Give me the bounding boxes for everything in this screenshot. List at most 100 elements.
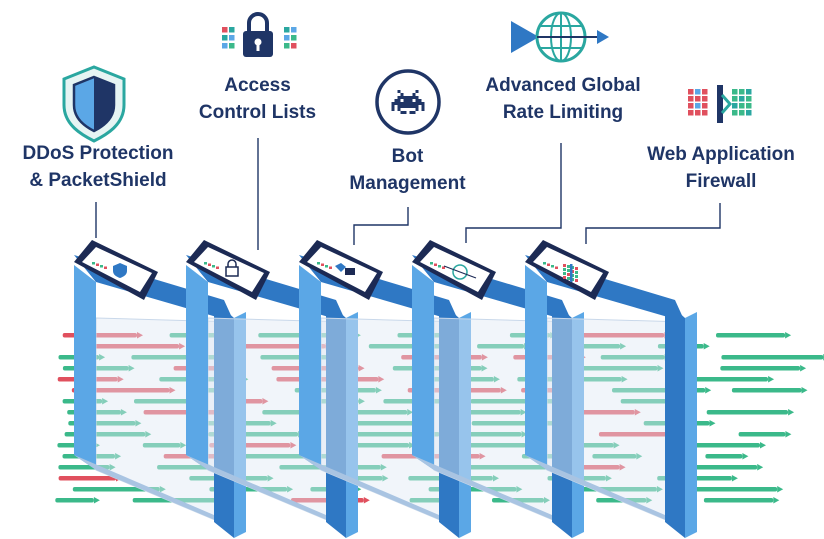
gate-floor-rail <box>412 455 572 528</box>
screen-indicator <box>104 266 107 269</box>
packet-arrowhead <box>521 431 528 438</box>
screen-indicator <box>430 262 433 265</box>
screen-bot-shield <box>335 263 346 272</box>
allowed-packet <box>731 388 802 393</box>
allowed-packet <box>720 366 801 371</box>
packet-arrowhead <box>773 497 780 504</box>
packet-arrowhead <box>287 486 294 493</box>
label-rate-line2: Rate Limiting <box>502 102 624 123</box>
packet-arrowhead <box>516 486 523 493</box>
acl-block <box>222 35 228 41</box>
packet-arrowhead <box>407 409 414 416</box>
space-invader-icon <box>375 69 441 135</box>
packet-arrowhead <box>709 420 716 427</box>
label-bot-line1: Bot <box>391 146 424 167</box>
label-waf-line2: Firewall <box>685 171 757 192</box>
screen-firewall-cell <box>567 277 570 280</box>
blocked-packet <box>582 333 665 338</box>
packet-arrowhead <box>605 475 612 482</box>
gate-floor-rail <box>74 455 234 528</box>
packet-arrowhead <box>705 387 712 394</box>
acl-block <box>291 43 297 49</box>
allowed-packet <box>685 443 760 448</box>
screen-firewall-cell <box>563 264 566 267</box>
gate-waf <box>525 240 697 538</box>
label-bot-line2: Management <box>349 173 466 194</box>
firewall-block-out <box>739 103 745 109</box>
acl-block <box>291 27 297 33</box>
screen-indicator <box>204 262 207 265</box>
allowed-packet <box>716 333 786 338</box>
firewall-block-in <box>695 96 701 102</box>
screen-arrow-line <box>443 265 477 279</box>
allowed-packet <box>721 355 824 360</box>
screen-firewall-cell <box>575 279 578 282</box>
packet-arrowhead <box>520 409 527 416</box>
packet-arrowhead <box>102 398 109 405</box>
screen-firewall-cell <box>563 268 566 271</box>
packet-arrowhead <box>760 442 766 449</box>
allowed-packet <box>142 443 181 448</box>
packet-arrowhead <box>634 409 641 416</box>
label-waf: Web Application Firewall <box>626 141 816 195</box>
allowed-packet <box>681 465 758 470</box>
shield-icon <box>62 65 126 143</box>
packet-arrowhead <box>768 376 775 383</box>
packet-arrowhead <box>358 398 365 405</box>
screen-indicator <box>96 263 99 266</box>
firewall-block-in <box>688 89 694 95</box>
label-acl-line2: Control Lists <box>198 102 317 123</box>
screen-firewall-cell <box>575 267 578 270</box>
packet-arrowhead <box>380 464 387 471</box>
label-rate: Advanced Global Rate Limiting <box>470 72 656 126</box>
packet-arrowhead <box>128 365 135 372</box>
packet-arrowhead <box>742 453 749 460</box>
firewall-block-out <box>732 110 738 116</box>
packet-arrowhead <box>270 420 277 427</box>
screen-indicator <box>208 263 211 266</box>
screen-firewall-bar <box>570 264 573 282</box>
packet-arrowhead <box>656 486 663 493</box>
allowed-packet <box>471 421 576 426</box>
allowed-packet <box>592 454 637 459</box>
gate-back-post <box>74 265 96 470</box>
firewall-block-in <box>688 103 694 109</box>
packet-arrowhead <box>785 332 792 339</box>
screen-globe-icon <box>452 264 468 280</box>
screen-indicator <box>438 265 441 268</box>
connector-waf <box>585 203 721 244</box>
packet-arrowhead <box>378 376 385 383</box>
acl-block <box>229 43 235 49</box>
firewall-icon <box>688 85 752 123</box>
packet-arrowhead <box>703 343 710 350</box>
allowed-packet <box>561 487 657 492</box>
screen-indicator <box>434 263 437 266</box>
firewall-wall <box>717 85 723 123</box>
label-waf-line1: Web Application <box>647 144 795 165</box>
arrow-head <box>597 30 609 44</box>
firewall-chevron <box>720 94 733 114</box>
screen-indicator <box>543 262 546 265</box>
packet-arrowhead <box>382 475 389 482</box>
packet-arrowhead <box>290 442 297 449</box>
packet-arrowhead <box>135 420 142 427</box>
packet-arrowhead <box>180 442 187 449</box>
packet-arrowhead <box>117 376 124 383</box>
packet-arrowhead <box>363 497 370 504</box>
firewall-block-out <box>739 110 745 116</box>
packet-arrowhead <box>788 409 795 416</box>
label-ddos-line2: & PacketShield <box>29 170 167 191</box>
firewall-block-out <box>746 96 752 102</box>
allowed-packet <box>460 432 522 437</box>
gate-floor-rail <box>525 455 685 528</box>
label-ddos-line1: DDoS Protection <box>22 143 174 164</box>
connector-bot <box>353 207 409 245</box>
packet-arrowhead <box>375 387 382 394</box>
allowed-packet <box>738 432 786 437</box>
packet-arrowhead <box>500 387 507 394</box>
screen-indicator <box>555 266 558 269</box>
blocked-packet <box>598 432 680 437</box>
gate-back-post <box>525 265 547 470</box>
screen-indicator <box>442 266 445 269</box>
